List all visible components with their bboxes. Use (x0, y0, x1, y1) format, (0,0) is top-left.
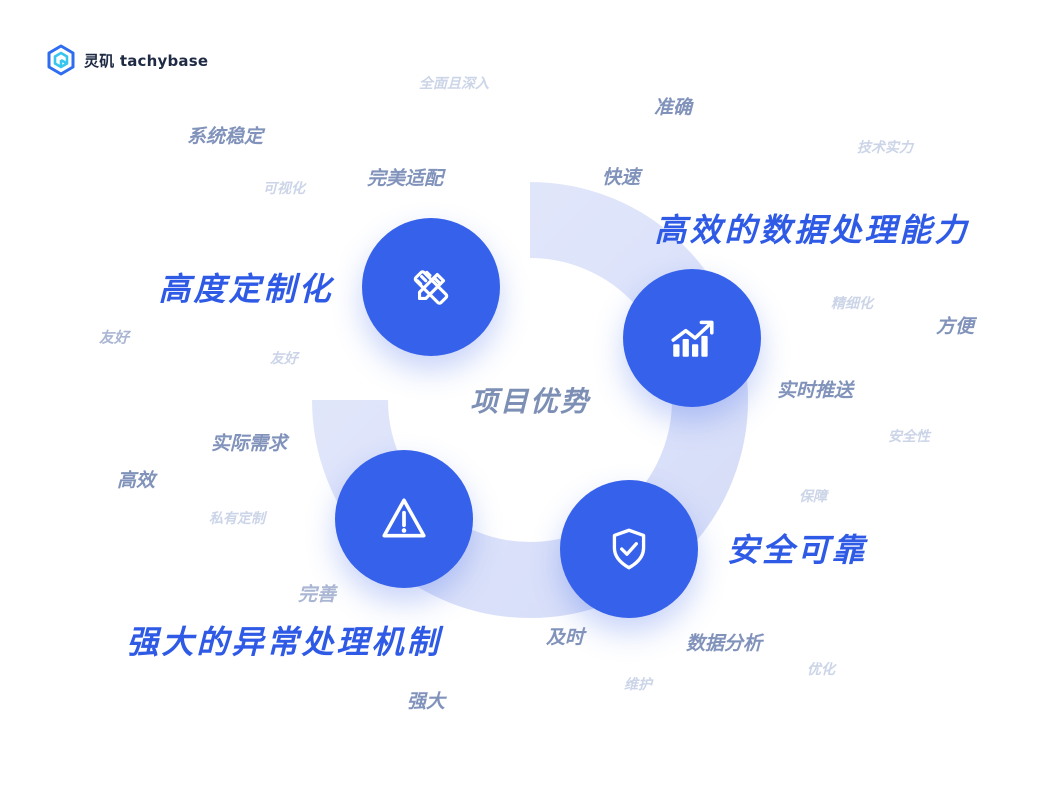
feature-circle-exception-handling (335, 450, 473, 588)
keyword: 系统稳定 (186, 125, 264, 148)
feature-label-customization: 高度定制化 (158, 270, 334, 308)
feature-circle-security (560, 480, 698, 618)
keyword: 维护 (624, 677, 652, 693)
shield-check-icon (612, 528, 646, 570)
keyword: 全面且深入 (419, 76, 489, 92)
keyword: 私有定制 (209, 511, 265, 527)
keyword: 精细化 (831, 296, 873, 312)
keyword: 完善 (297, 583, 337, 606)
brand-name: 灵矶 tachybase (84, 51, 209, 70)
feature-circle-customization (362, 218, 500, 356)
pencil-ruler-icon (413, 270, 449, 305)
feature-label-exception-handling: 强大的异常处理机制 (126, 623, 442, 661)
keyword: 友好 (270, 351, 298, 367)
hexagon-logo-icon (47, 44, 75, 76)
keyword: 技术实力 (857, 140, 913, 156)
feature-label-security: 安全可靠 (726, 531, 868, 569)
keyword: 快速 (601, 166, 641, 189)
keyword: 完美适配 (366, 167, 444, 190)
feature-label-data-processing: 高效的数据处理能力 (654, 211, 970, 249)
warning-icon (382, 498, 426, 538)
keyword: 准确 (653, 96, 693, 119)
keyword: 保障 (799, 489, 827, 505)
keyword: 及时 (545, 626, 585, 649)
feature-circle-data-processing (623, 269, 761, 407)
brand-logo: 灵矶 tachybase (46, 44, 208, 76)
keyword: 安全性 (888, 429, 930, 445)
keyword: 友好 (98, 328, 130, 347)
keyword: 强大 (406, 690, 446, 713)
keyword: 实际需求 (210, 432, 288, 455)
keyword: 高效 (116, 469, 156, 492)
keyword: 优化 (807, 662, 835, 678)
keyword: 数据分析 (685, 632, 763, 655)
keyword: 实时推送 (776, 379, 854, 402)
keyword: 方便 (935, 315, 975, 338)
keyword: 可视化 (263, 181, 305, 197)
trend-chart-icon (671, 320, 714, 357)
center-title: 项目优势 (469, 385, 591, 418)
